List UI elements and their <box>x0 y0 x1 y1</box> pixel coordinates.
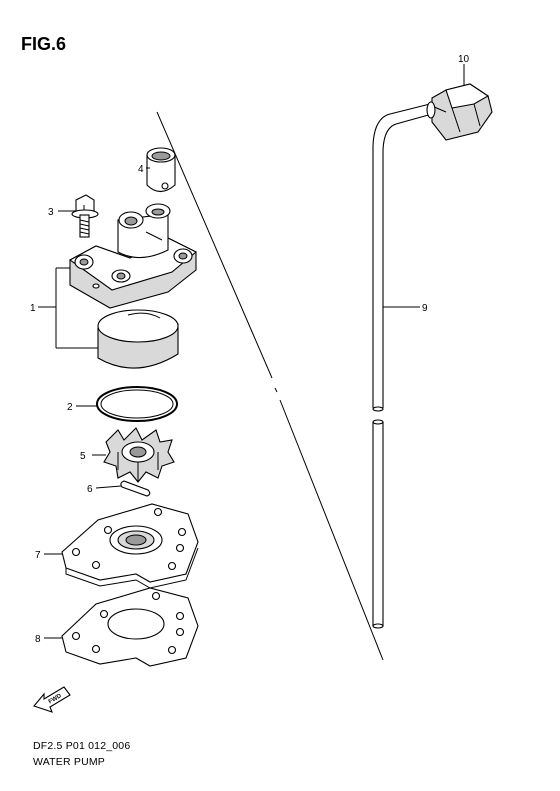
callout-5: 5 <box>80 451 86 462</box>
part-8-gasket <box>61 587 199 667</box>
callout-4: 4 <box>138 164 144 175</box>
part-1-impeller-liner <box>97 309 179 369</box>
part-9-water-tube <box>372 103 433 629</box>
callout-8: 8 <box>35 634 41 645</box>
callout-9: 9 <box>422 303 428 314</box>
figure-title: FIG.6 <box>21 34 67 54</box>
figure-code: DF2.5 P01 012_006 <box>33 740 131 752</box>
assembly-reference-line <box>156 111 384 661</box>
part-10-grommet <box>426 83 493 141</box>
part-4-collar <box>146 147 176 193</box>
part-6-key-pin <box>120 480 151 497</box>
callout-1: 1 <box>30 303 36 314</box>
callout-6: 6 <box>87 484 93 495</box>
callout-7: 7 <box>35 550 41 561</box>
callout-10: 10 <box>458 54 470 65</box>
callout-3: 3 <box>48 207 54 218</box>
fwd-arrow-icon: FWD <box>33 686 71 713</box>
part-2-o-ring <box>96 386 178 422</box>
leader-1 <box>38 267 98 349</box>
part-7-plate <box>61 503 199 589</box>
figure-name: WATER PUMP <box>33 756 105 768</box>
callout-2: 2 <box>67 402 73 413</box>
part-5-impeller <box>103 427 175 483</box>
part-1-pump-case <box>68 203 197 309</box>
leader-6 <box>95 485 122 489</box>
part-3-bolt <box>71 194 99 238</box>
